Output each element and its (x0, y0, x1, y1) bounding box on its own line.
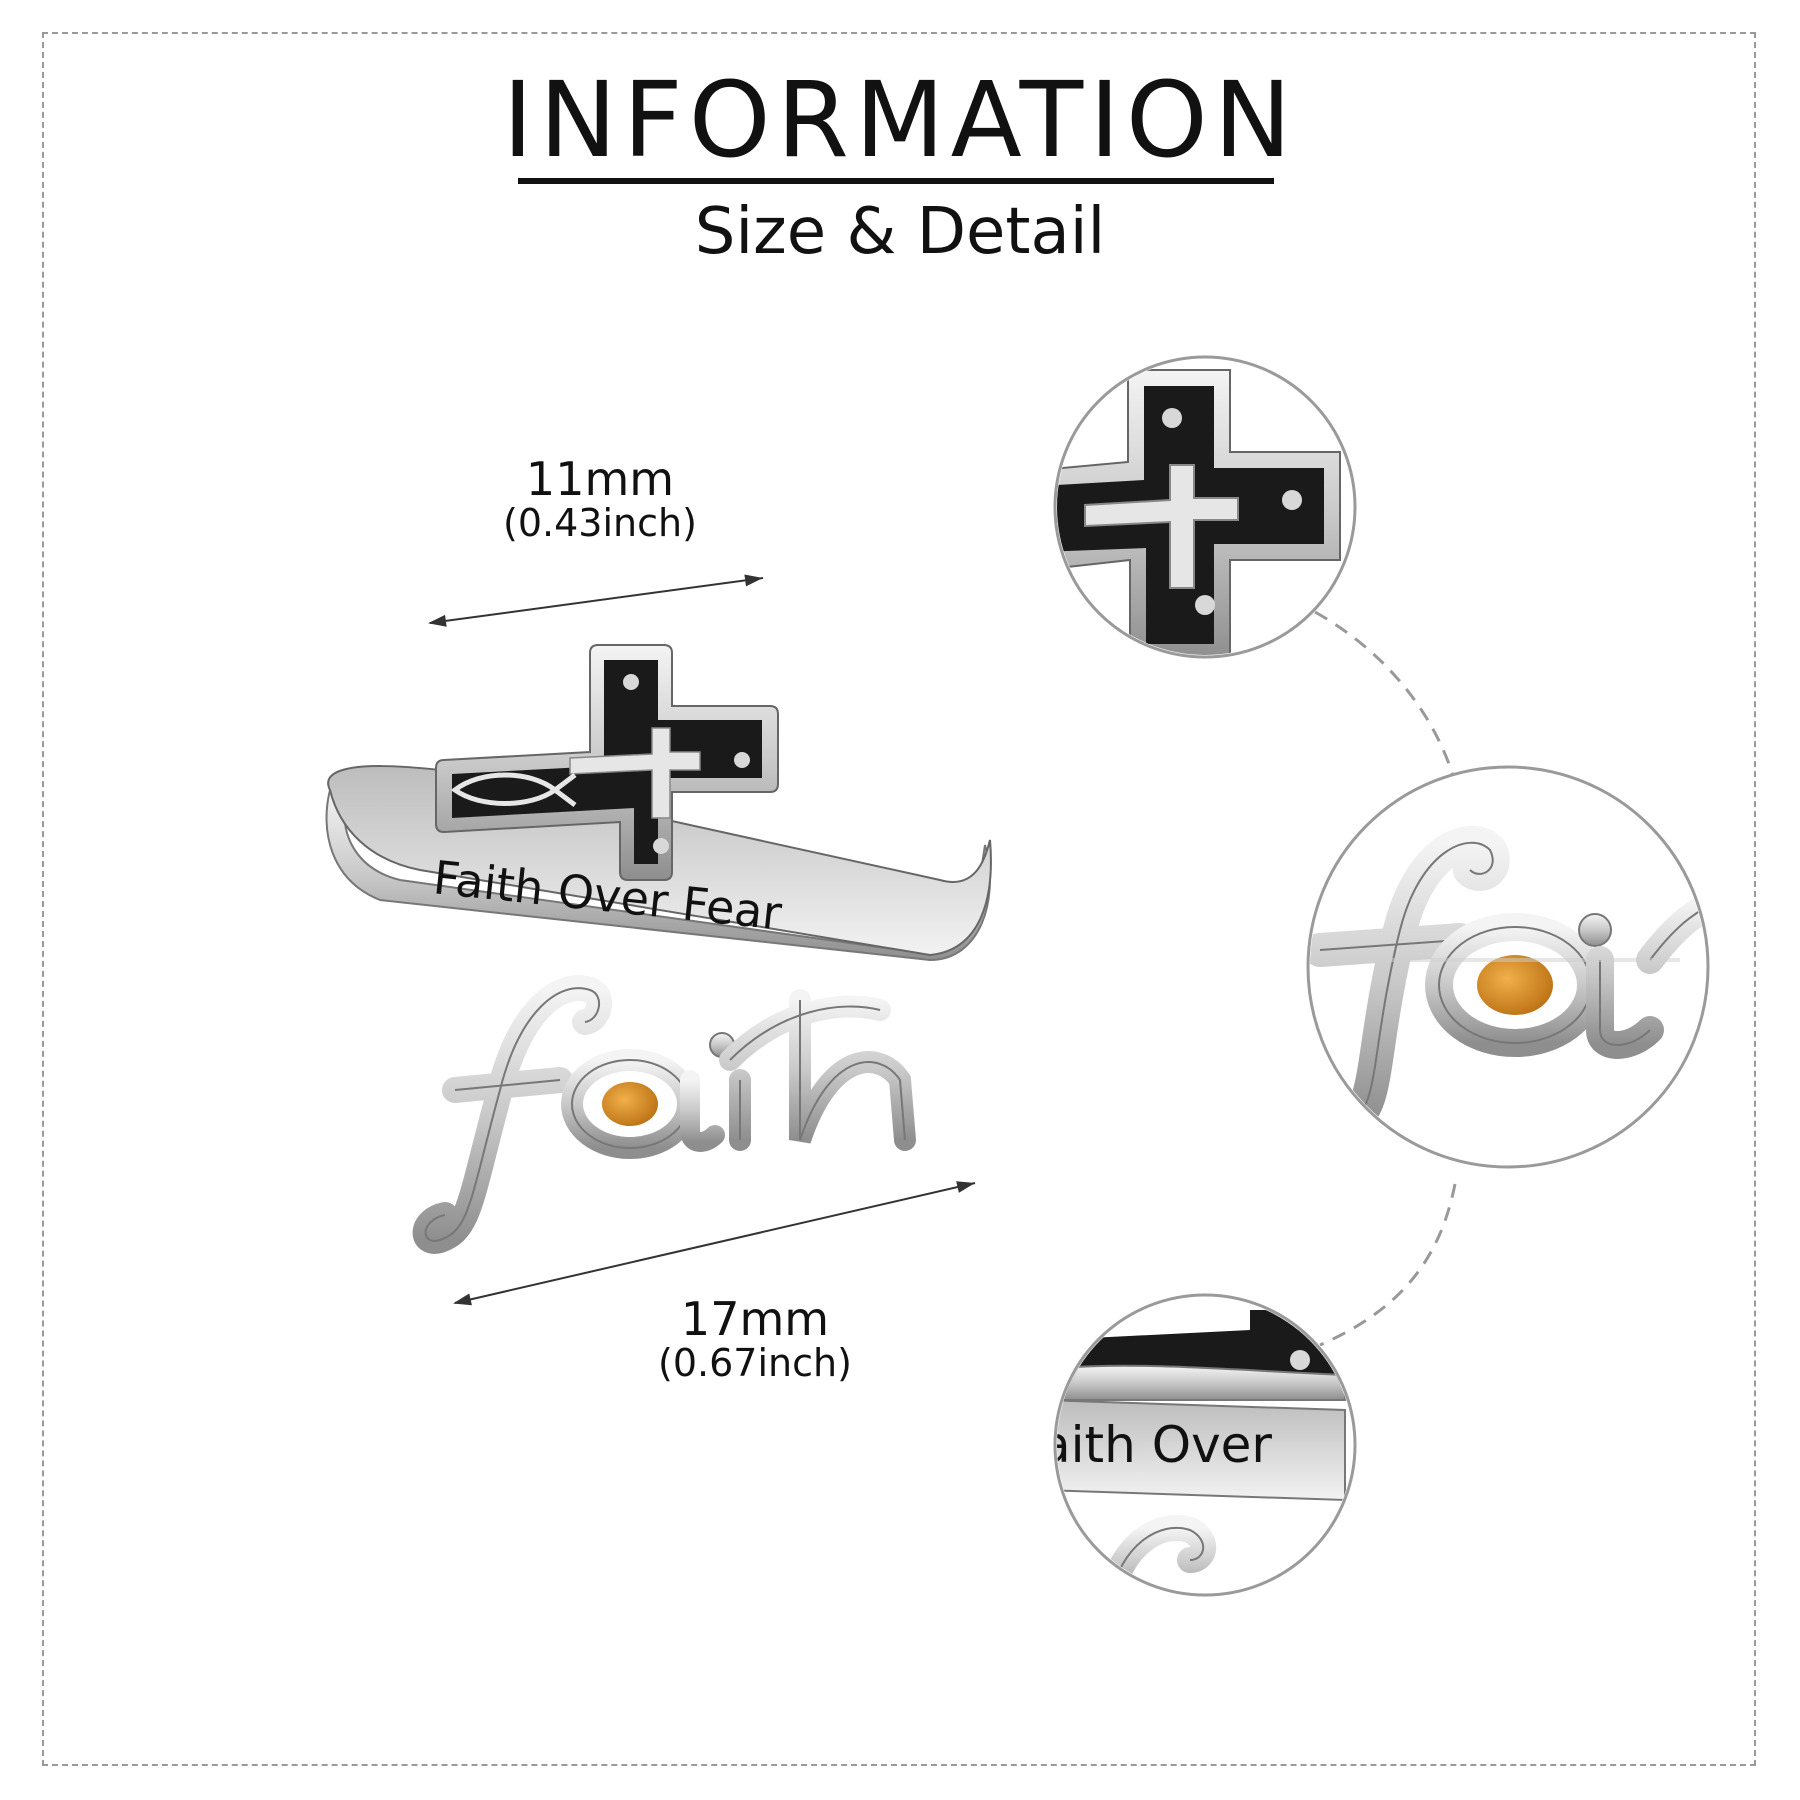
dashed-border-frame (42, 32, 1756, 1766)
zoom-circle-cross (1053, 355, 1357, 659)
amber-stone (602, 1082, 658, 1126)
bottom-dimension-inch: (0.67inch) (658, 1341, 852, 1386)
zoom-engraving-text: aith Over (1040, 1416, 1272, 1474)
top-dimension-inch: (0.43inch) (503, 501, 697, 546)
ring: Faith Over Fear (325, 644, 992, 1254)
zoom-circle-engraving: aith Over (1040, 1293, 1357, 1597)
title-underline (518, 178, 1274, 184)
page-title: INFORMATION (502, 59, 1298, 181)
cross-charm (435, 644, 779, 881)
top-dimension-mm: 11mm (525, 452, 675, 506)
connector-bottom (1319, 1183, 1457, 1347)
faith-script-charm (412, 975, 916, 1254)
zoom-circle-faith (1306, 765, 1710, 1169)
top-dimension-label: 11mm (0.43inch) (480, 455, 720, 545)
bottom-dimension-arrow (453, 1181, 976, 1306)
page-subtitle: Size & Detail (694, 195, 1106, 269)
top-dimension-arrow (428, 574, 764, 627)
connector-top (1314, 610, 1457, 783)
